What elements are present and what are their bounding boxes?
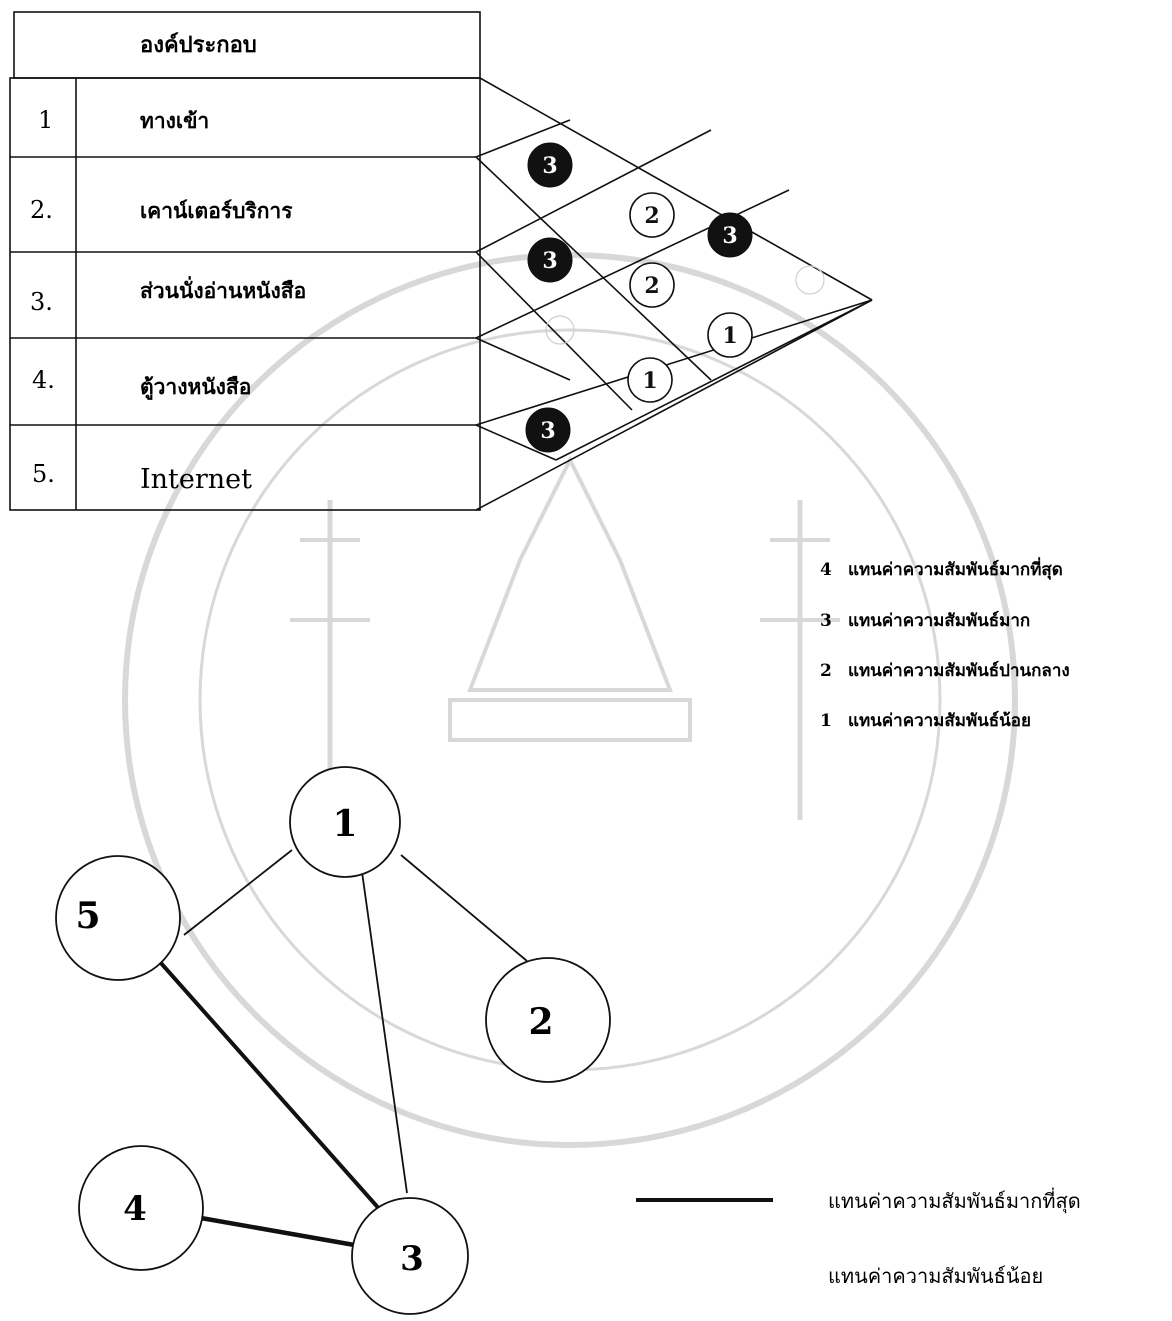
legend-value: 3 (820, 611, 832, 631)
cell-circle (527, 237, 573, 283)
matrix-cell-1-5 (545, 315, 575, 345)
legend-item: 4 แทนค่าความสัมพันธ์มากที่สุด (820, 557, 1063, 580)
value-legend: 4 แทนค่าความสัมพันธ์มากที่สุด 3 แทนค่าคว… (820, 557, 1070, 731)
legend-item: 3 แทนค่าความสัมพันธ์มาก (820, 610, 1030, 631)
matrix-cell-1-3: 2 (629, 192, 675, 238)
table-row: 3. ส่วนนั่งอ่านหนังสือ (30, 275, 306, 316)
cell-value: 3 (722, 223, 737, 249)
cell-value: 2 (644, 203, 659, 229)
cell-circle (707, 212, 753, 258)
matrix-cell-2-4: 2 (629, 262, 675, 308)
row-number: 3. (30, 288, 53, 316)
graph-node: 3 (351, 1197, 469, 1315)
matrix-cell-2-3: 3 (707, 212, 753, 258)
node-circle (55, 855, 181, 981)
graph-node: 5 (55, 855, 181, 981)
table-row: 5. Internet (32, 460, 252, 495)
cell-circle (525, 407, 571, 453)
legend-text: แทนค่าความสัมพันธ์น้อย (848, 710, 1031, 731)
matrix-cell-2-5: 1 (707, 312, 753, 358)
row-number: 2. (30, 196, 53, 224)
legend-text: แทนค่าความสัมพันธ์มากที่สุด (848, 557, 1063, 580)
edge-1-2 (400, 854, 528, 962)
row-label: ทางเข้า (140, 108, 209, 133)
edge-1-5 (183, 849, 293, 936)
cell-circle (627, 357, 673, 403)
legend-item: 2 แทนค่าความสัมพันธ์ปานกลาง (820, 660, 1070, 681)
matrix-cell-1-2: 3 (527, 142, 573, 188)
node-circle (485, 957, 611, 1083)
row-number: 1 (38, 106, 53, 134)
edge-4-3 (200, 1215, 361, 1249)
cell-value: 1 (642, 368, 657, 394)
legend-text: แทนค่าความสัมพันธ์ปานกลาง (848, 660, 1070, 681)
thick-line-text: แทนค่าความสัมพันธ์มากที่สุด (828, 1187, 1081, 1214)
relationship-matrix (475, 77, 873, 511)
thin-line-text: แทนค่าความสัมพันธ์น้อย (828, 1264, 1043, 1288)
node-label: 2 (528, 1001, 553, 1043)
legend-text: แทนค่าความสัมพันธ์มาก (848, 610, 1030, 631)
row-label: ส่วนนั่งอ่านหนังสือ (140, 275, 306, 303)
node-label: 3 (400, 1239, 424, 1279)
legend-value: 2 (820, 661, 832, 681)
table-row: 2. เคาน์เตอร์บริการ (30, 196, 293, 224)
row-label: ตู้วางหนังสือ (140, 374, 251, 401)
table-header: องค์ประกอบ (140, 32, 257, 58)
graph-edges (158, 849, 528, 1249)
row-label: เคาน์เตอร์บริการ (140, 198, 293, 223)
cell-value: 3 (540, 418, 555, 444)
node-label: 1 (332, 803, 357, 845)
row-label: Internet (140, 464, 252, 495)
legend-value: 4 (820, 560, 832, 580)
table-row: 4. ตู้วางหนังสือ (32, 366, 251, 401)
node-circle (78, 1145, 204, 1271)
matrix-cell-1-4: 3 (527, 237, 573, 283)
graph-node: 1 (289, 766, 401, 878)
graph-node: 2 (485, 957, 611, 1083)
row-number: 4. (32, 366, 55, 394)
cell-value: 3 (542, 153, 557, 179)
cell-circle (629, 192, 675, 238)
line-legend: แทนค่าความสัมพันธ์มากที่สุด แทนค่าความสั… (636, 1187, 1081, 1288)
cell-value: 2 (644, 273, 659, 299)
cell-circle (795, 265, 825, 295)
table-row: 1 ทางเข้า (38, 106, 209, 134)
edge-1-3 (361, 871, 408, 1194)
cell-circle (629, 262, 675, 308)
node-circle (289, 766, 401, 878)
cell-circle (527, 142, 573, 188)
matrix-cell-3-5: 1 (627, 357, 673, 403)
relationship-graph: 1 2 3 4 5 (55, 766, 611, 1315)
graph-node: 4 (78, 1145, 204, 1271)
node-label: 5 (75, 895, 100, 937)
cell-value: 1 (722, 323, 737, 349)
edge-5-3 (158, 960, 384, 1214)
node-circle (351, 1197, 469, 1315)
matrix-cell-4-5: 3 (525, 407, 571, 453)
row-number: 5. (32, 460, 55, 488)
cell-circle (707, 312, 753, 358)
matrix-cell-3-4 (795, 265, 825, 295)
cell-circle (545, 315, 575, 345)
legend-item: 1 แทนค่าความสัมพันธ์น้อย (820, 710, 1031, 731)
node-label: 4 (123, 1189, 147, 1229)
cell-value: 3 (542, 248, 557, 274)
legend-value: 1 (820, 711, 832, 731)
element-table (9, 11, 481, 511)
matrix-cells: 3 2 3 3 2 1 1 3 (525, 142, 825, 453)
